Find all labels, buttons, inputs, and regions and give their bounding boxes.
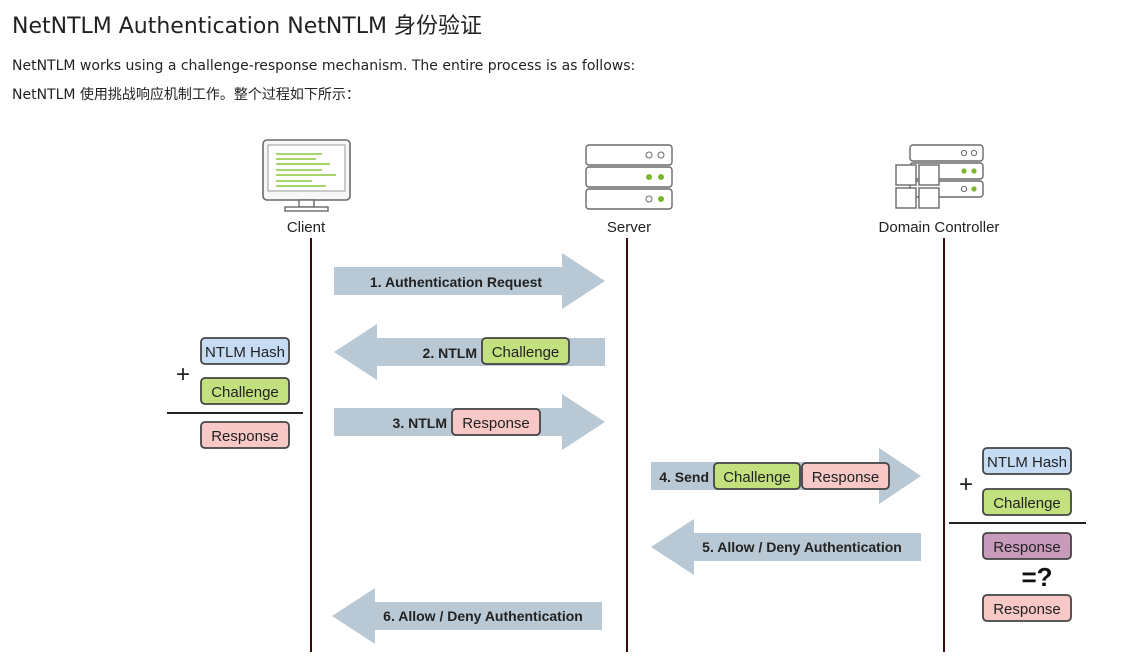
step-2-challenge-text: Challenge xyxy=(492,344,560,361)
step-3-response-tag xyxy=(451,408,541,436)
server-icon xyxy=(585,144,673,210)
step-2-label: 2. NTLM xyxy=(423,345,477,361)
client-response-text: Response xyxy=(211,428,279,445)
computer-icon xyxy=(262,139,351,212)
dc-ntlm-hash-box xyxy=(982,447,1072,475)
client-response-box xyxy=(200,421,290,449)
client-plus-sign: + xyxy=(176,361,190,388)
intro-english: NetNTLM works using a challenge-response… xyxy=(12,58,636,74)
step-5-label: 5. Allow / Deny Authentication xyxy=(702,539,902,555)
step-1-label: 1. Authentication Request xyxy=(370,274,543,290)
dc-received-response-text: Response xyxy=(993,601,1061,618)
arrow-step-5 xyxy=(651,519,921,575)
dc-challenge-text: Challenge xyxy=(993,495,1061,512)
client-ntlm-hash-box xyxy=(200,337,290,365)
page-title: NetNTLM Authentication NetNTLM 身份验证 xyxy=(12,14,482,39)
step-4-response-tag xyxy=(801,462,890,490)
arrow-step-6 xyxy=(332,588,602,644)
domain-controller-icon xyxy=(895,144,984,209)
step-4-challenge-text: Challenge xyxy=(723,469,791,486)
client-challenge-text: Challenge xyxy=(211,384,279,401)
step-3-label: 3. NTLM xyxy=(393,415,447,431)
step-4-label: 4. Send xyxy=(659,469,709,485)
step-4-challenge-tag xyxy=(713,462,801,490)
client-ntlm-hash-text: NTLM Hash xyxy=(205,344,285,361)
step-4-response-text: Response xyxy=(812,469,880,486)
client-label: Client xyxy=(287,219,326,236)
arrow-step-1 xyxy=(334,253,605,309)
step-6-label: 6. Allow / Deny Authentication xyxy=(383,608,583,624)
client-challenge-box xyxy=(200,377,290,405)
intro-chinese: NetNTLM 使用挑战响应机制工作。整个过程如下所示： xyxy=(12,87,360,103)
server-label: Server xyxy=(607,219,651,236)
dc-ntlm-hash-text: NTLM Hash xyxy=(987,454,1067,471)
dc-received-response-box xyxy=(982,594,1072,622)
dc-computed-response-text: Response xyxy=(993,539,1061,556)
step-3-response-text: Response xyxy=(462,415,530,432)
domain-controller-label: Domain Controller xyxy=(879,219,1000,236)
dc-plus-sign: + xyxy=(959,471,973,498)
dc-computed-response-box xyxy=(982,532,1072,560)
dc-compare-sign: =? xyxy=(1021,562,1052,592)
dc-challenge-box xyxy=(982,488,1072,516)
step-2-challenge-tag xyxy=(481,337,570,365)
